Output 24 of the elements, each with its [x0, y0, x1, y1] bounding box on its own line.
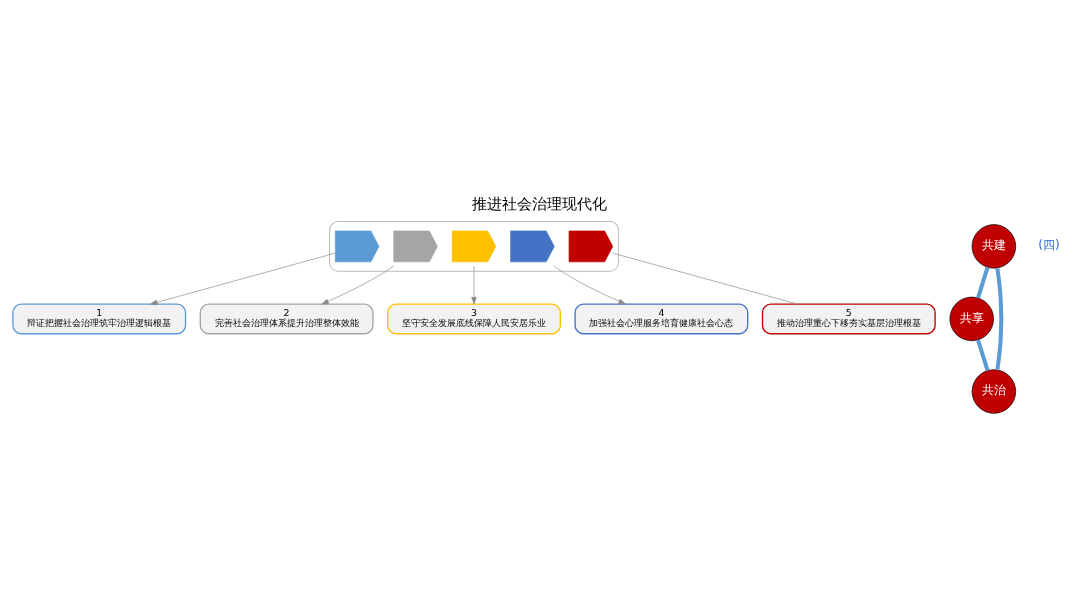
node-box: 2 完善社会治理体系提升治理整体效能	[199, 303, 374, 335]
arrow	[321, 265, 395, 305]
node-circle: 共治	[971, 369, 1017, 414]
node-chevron	[510, 230, 555, 263]
connector	[976, 339, 990, 371]
arrow	[150, 252, 336, 305]
node-circle: 共享	[949, 296, 994, 342]
arrow	[471, 265, 477, 305]
connector	[612, 252, 798, 305]
label: (四)	[1038, 238, 1060, 253]
node-chevron	[334, 230, 380, 263]
node-chevron	[451, 230, 497, 263]
connector	[995, 267, 1004, 370]
diagram-title: 推进社会治理现代化	[472, 195, 608, 213]
connector	[976, 266, 990, 299]
node-circle: 共建	[971, 224, 1017, 269]
node-box: 3 坚守安全发展底线保障人民安居乐业	[387, 303, 561, 335]
node-box: 4 加强社会心理服务培育健康社会心态	[574, 303, 749, 335]
arrow	[553, 265, 626, 305]
node-chevron	[393, 230, 438, 263]
node-box: 5 推动治理重心下移夯实基层治理根基	[761, 303, 936, 335]
node-chevron	[568, 230, 614, 263]
node-box: 1 辩证把握社会治理筑牢治理逻辑根基	[12, 303, 187, 335]
cluster	[329, 221, 619, 272]
